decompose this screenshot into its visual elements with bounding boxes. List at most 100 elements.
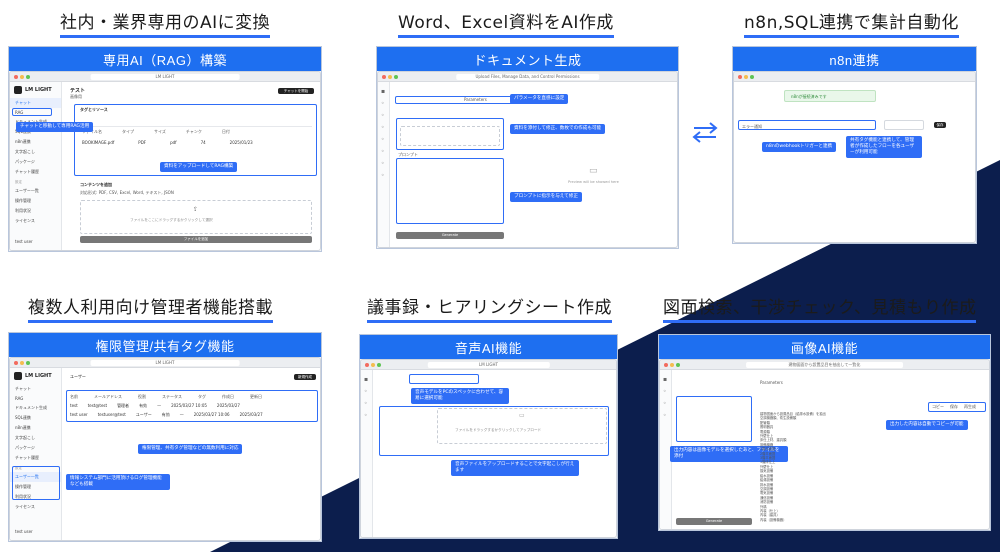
sidebar-item-transcribe[interactable]: 文字起こし [15,149,35,154]
start-chat-button[interactable]: チャットを開始 [278,88,314,94]
sidebar-item-history[interactable]: チャット履歴 [15,169,39,174]
image-window: 建物図面から設置品目を抽出して一覧化 ▪ ◦ ◦ ◦ Parameters 出力… [659,359,990,530]
voice-upload-highlight [379,406,609,456]
copy-actions[interactable]: コピー 保存 再生成 [932,404,976,410]
tag-label: タグとリソース [80,107,108,112]
db-icon: ◦ [381,124,385,131]
sidebar-item-n8n[interactable]: n8n連携 [15,139,31,144]
output-line: 給湯設備 [760,478,774,483]
voice-dropzone[interactable] [437,408,607,444]
pkg-icon: ◦ [381,160,385,167]
prompt-textarea[interactable] [396,158,504,224]
generate-button[interactable]: Generate [396,232,504,239]
doc-icon: ◦ [381,112,385,119]
panel-admin-title: 権限管理/共有タグ機能 [9,333,321,357]
heading-admin: 複数人利用向け管理者機能搭載 [28,293,273,323]
sidebar-item-n8n[interactable]: n8n連携 [15,425,31,430]
sidebar-item-operations[interactable]: 操作管理 [15,198,31,203]
upload-icon: ⇪ [193,206,199,213]
add-user-button[interactable]: 新規作成 [294,374,316,380]
rag-sidebar: LM LIGHT チャット RAG ドキュメント生成 SQL連携 n8n連携 文… [10,82,62,250]
save-button[interactable]: 保存 [934,122,946,128]
doc-icon: ◦ [364,400,368,407]
sidebar-item-chat[interactable]: チャット [15,386,31,391]
sidebar-item-docgen[interactable]: ドキュメント生成 [15,405,47,410]
swap-arrows-icon [692,122,718,143]
user-table-highlight [66,390,318,422]
sidebar-item-docgen[interactable]: ドキュメント生成 [10,117,61,127]
voice-upload-text: ファイルをドラッグするかクリックしてアップロード [455,428,542,432]
callout-copy: 出力した内容は自動でコピーが可能 [886,420,968,430]
logo-icon [14,372,22,380]
sidebar-item-package[interactable]: パッケージ [15,445,35,450]
chat-icon: ◦ [663,388,667,395]
menu-icon: ▪ [663,376,668,383]
rag-titlebar: LM LIGHT [10,72,320,82]
voice-icon-rail: ▪ ◦ ◦ ◦ [361,370,373,537]
panel-voice: 音声AI機能 LM LIGHT ▪ ◦ ◦ ◦ 音声モデルをPCのスペックに合わ… [359,334,618,539]
admin-page-title: ユーザー [70,374,86,379]
callout-voice-upload: 音声ファイルをアップロードすることで文字起こしが行えます [451,460,579,476]
image-generate-button[interactable]: Generate [676,518,752,525]
doc-dropzone[interactable] [400,126,500,146]
panel-doc: ドキュメント生成 Upload Files, Manage Data, and … [376,46,679,249]
regenerate-button: 再生成 [964,404,976,409]
sidebar-item-users[interactable]: ユーザー一覧 [10,472,61,482]
tag-select[interactable] [884,120,924,130]
voice-url[interactable]: LM LIGHT [427,362,550,368]
sidebar-item-history[interactable]: チャット履歴 [15,455,39,460]
panel-voice-title: 音声AI機能 [360,335,617,359]
output-line: 給水設備 [760,473,774,478]
panel-rag-title: 専用AI（RAG）構築 [9,47,321,71]
output-line: 空調設備 [760,486,774,491]
sidebar-section-settings: 設定 [15,180,22,184]
sidebar-section-settings: 設定 [15,466,22,470]
callout-permissions: 権限管理、共有タグ管理などの無数利用に対応 [138,444,243,454]
admin-logo: LM LIGHT [10,368,61,384]
upload-dropzone[interactable] [80,200,312,234]
output-line: 3階平面図 [760,456,776,461]
rag-table-header: ファイル名タイプサイズチャンク日付 [82,129,230,134]
sidebar-item-license[interactable]: ライセンス [15,218,35,223]
doc-url[interactable]: Upload Files, Manage Data, and Control P… [455,74,600,80]
param-label: Parameters [464,97,487,102]
sidebar-item-package[interactable]: パッケージ [15,159,35,164]
image-input-highlight[interactable] [676,396,752,442]
admin-url[interactable]: LM LIGHT [90,360,240,366]
sidebar-item-rag[interactable]: RAG [15,396,24,401]
output-line: 消防設備 [760,500,774,505]
add-file-button[interactable]: ファイルを追加 [80,236,312,243]
sidebar-item-operations[interactable]: 操作管理 [15,484,31,489]
voice-titlebar: LM LIGHT [361,360,616,370]
output-line: 床仕上材、建具類 [760,438,787,443]
sidebar-item-usage[interactable]: 利用状況 [15,208,31,213]
output-line: 換気設備 [760,469,774,474]
callout-model: 音声モデルをPCのスペックに合わせて、容易に選択可能 [411,388,509,404]
menu-icon: ▪ [381,88,386,95]
sidebar-item-transcribe[interactable]: 文字起こし [15,435,35,440]
callout-chat: チャットと移動して専用RAG活用 [16,122,94,132]
model-select-highlight[interactable] [409,374,479,384]
sidebar-user[interactable]: test user [15,529,33,534]
sidebar-item-chat[interactable]: チャット [10,98,61,108]
field-name: エラー通知 [742,124,762,129]
sidebar-item-rag[interactable]: RAG [15,110,24,115]
sidebar-item-users[interactable]: ユーザー一覧 [15,188,39,193]
sidebar-item-usage[interactable]: 利用状況 [15,494,31,499]
sidebar-item-license[interactable]: ライセンス [15,504,35,509]
user-table-header: 名前メールアドレス役割ステータスタグ作成日更新日 [70,394,262,399]
sidebar-item-sql[interactable]: SQL連携 [15,415,31,420]
output-line: 電気設備 [760,491,774,496]
voice-window: LM LIGHT ▪ ◦ ◦ ◦ 音声モデルをPCのスペックに合わせて、容易に選… [360,359,617,538]
webhook-highlight [738,120,876,130]
callout-upload: 資料をアップロードしてRAG構築 [160,162,238,172]
image-url[interactable]: 建物図面から設置品目を抽出して一覧化 [745,362,904,368]
sidebar-user[interactable]: test user [15,239,33,244]
supported-formats: 対応形式: PDF, CSV, Excel, Word, テキスト, JSON [80,190,174,195]
preview-placeholder: Preview will be showed here [568,180,619,184]
panel-rag: 専用AI（RAG）構築 LM LIGHT LM LIGHT チャット RAG ド… [8,46,322,252]
rag-url[interactable]: LM LIGHT [90,74,240,80]
